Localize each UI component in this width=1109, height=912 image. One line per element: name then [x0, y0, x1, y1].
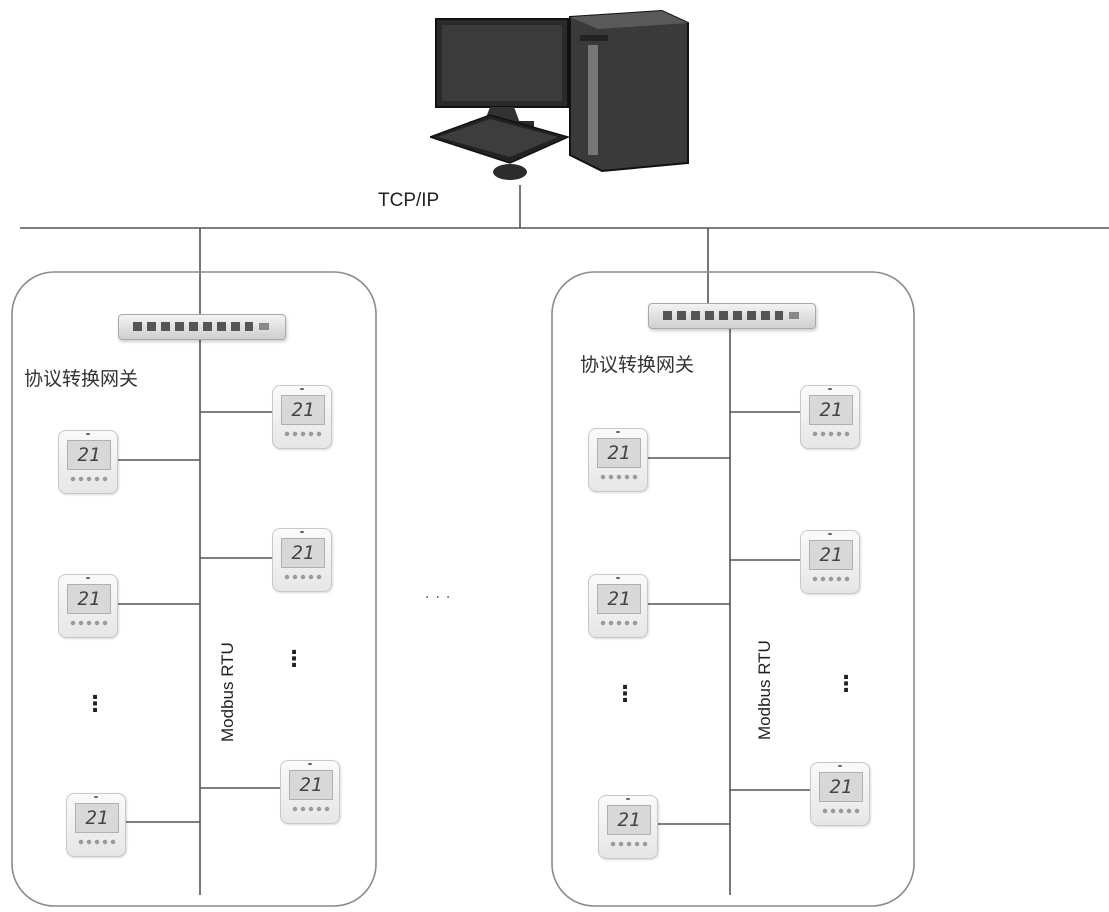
thermostat-display: 21	[809, 395, 853, 425]
thermostat-display: 21	[281, 538, 325, 568]
thermostat-display: 21	[281, 395, 325, 425]
thermostat-display: 21	[67, 440, 111, 470]
more-devices-ellipsis: ⋮	[84, 692, 106, 717]
thermostat-device: 21	[810, 762, 870, 826]
thermostat-device: 21	[280, 760, 340, 824]
thermostat-device: 21	[598, 795, 658, 859]
gateway-ports	[663, 311, 783, 320]
thermostat-display: 21	[819, 772, 863, 802]
gateway-indicator	[789, 312, 799, 319]
group2-enclosure	[551, 271, 915, 907]
thermostat-display: 21	[289, 770, 333, 800]
thermostat-display: 21	[75, 803, 119, 833]
group1-enclosure	[11, 271, 377, 907]
gateway-label: 协议转换网关	[580, 354, 695, 376]
thermostat-device: 21	[800, 385, 860, 449]
thermostat-display: 21	[607, 805, 651, 835]
thermostat-display: 21	[597, 438, 641, 468]
thermostat-device: 21	[58, 430, 118, 494]
thermostat-device: 21	[58, 574, 118, 638]
gateway-ports	[133, 322, 253, 331]
gateway-indicator	[259, 323, 269, 330]
more-devices-ellipsis: ⋮	[614, 682, 636, 707]
thermostat-display: 21	[809, 540, 853, 570]
gateway-label: 协议转换网关	[24, 368, 139, 390]
protocol-gateway-device	[648, 303, 816, 329]
thermostat-display: 21	[597, 584, 641, 614]
tcpip-label: TCP/IP	[378, 190, 440, 211]
thermostat-device: 21	[66, 793, 126, 857]
thermostat-device: 21	[800, 530, 860, 594]
thermostat-device: 21	[272, 385, 332, 449]
thermostat-device: 21	[588, 428, 648, 492]
thermostat-display: 21	[67, 584, 111, 614]
modbus-rtu-label: Modbus RTU	[755, 640, 774, 740]
more-groups-ellipsis: ···	[425, 590, 457, 606]
thermostat-device: 21	[588, 574, 648, 638]
thermostat-device: 21	[272, 528, 332, 592]
more-devices-ellipsis: ⋮	[835, 672, 857, 697]
modbus-rtu-label: Modbus RTU	[218, 642, 237, 742]
computer-icon	[430, 9, 689, 180]
protocol-gateway-device	[118, 314, 286, 340]
more-devices-ellipsis: ⋮	[283, 647, 305, 672]
